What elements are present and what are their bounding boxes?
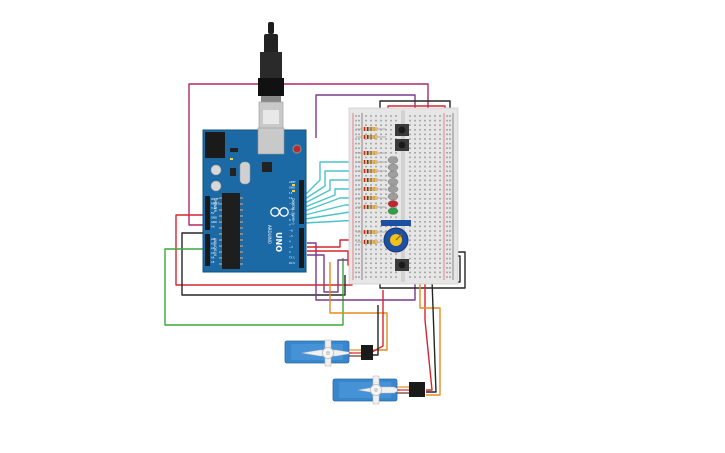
- resistor-icon[interactable]: [356, 151, 386, 155]
- board-logo-text: ARDUINO: [267, 225, 272, 244]
- resistor-icon[interactable]: [356, 230, 386, 234]
- wire-magenta[interactable]: [188, 83, 429, 226]
- wire-red-servo2[interactable]: [424, 319, 433, 391]
- arduino-uno-board[interactable]: ARDUINO UNO DIGITAL (PWM~) POWER ANALOG …: [202, 127, 307, 273]
- pin-label: TX 1: [289, 256, 295, 260]
- resistor-icon[interactable]: [356, 240, 386, 244]
- wire-orange-servo2[interactable]: [419, 270, 441, 396]
- pin-label: A1: [211, 242, 215, 246]
- pin-label: ~11: [289, 202, 295, 206]
- pin-label: A5: [211, 260, 215, 264]
- analog-header: [205, 234, 210, 266]
- pin-label: GND: [289, 185, 295, 189]
- resistor-icon[interactable]: [356, 196, 386, 200]
- digital-header-low: [299, 228, 304, 268]
- pin-label: GND: [211, 220, 217, 224]
- led-icon[interactable]: [387, 192, 399, 201]
- pin-label: 13: [289, 191, 293, 195]
- resistors: [356, 127, 386, 244]
- resistor-icon[interactable]: [356, 187, 386, 191]
- resistor-icon[interactable]: [356, 135, 386, 139]
- capacitor: [210, 164, 222, 176]
- wire-red-servo1[interactable]: [371, 290, 384, 353]
- header-power-label: POWER: [213, 200, 217, 213]
- resistor-icon[interactable]: [356, 205, 386, 209]
- pin-label: 5V: [211, 211, 215, 215]
- usb-socket: [257, 127, 285, 155]
- pin-label: A3: [211, 251, 215, 255]
- crystal: [239, 161, 251, 185]
- pin-label: 8: [289, 218, 291, 222]
- capacitor: [210, 180, 222, 192]
- wire-orange-servo1[interactable]: [329, 262, 388, 351]
- pin-label: RESET: [211, 202, 220, 206]
- led-icon[interactable]: [387, 171, 399, 179]
- pin-label: IOREF: [211, 197, 219, 201]
- reset-button[interactable]: [292, 144, 302, 154]
- wire-cyan-1[interactable]: [304, 161, 360, 196]
- servo-motor-icon[interactable]: [284, 339, 373, 367]
- pin-label: 7: [289, 223, 291, 227]
- led-icon[interactable]: [387, 207, 399, 215]
- usb-cable-icon[interactable]: [258, 22, 284, 131]
- led-icon[interactable]: [387, 163, 399, 171]
- potentiometer-icon[interactable]: [381, 220, 411, 253]
- pin-label: A2: [211, 246, 215, 250]
- pin-label: ~5: [289, 234, 293, 238]
- pin-label: 12: [289, 196, 293, 200]
- pin-label: GND: [211, 215, 217, 219]
- wire-cyan-2[interactable]: [304, 170, 360, 200]
- pin-label: 2: [289, 250, 291, 254]
- pin-label: Vin: [211, 225, 215, 229]
- pin-label: A0: [211, 237, 215, 241]
- header-digital-label: DIGITAL (PWM~): [291, 198, 295, 224]
- wire-purple-top[interactable]: [315, 94, 416, 138]
- wire-cyan-3[interactable]: [304, 179, 360, 204]
- pin-label: 3.3V: [211, 206, 217, 210]
- resistor-icon[interactable]: [356, 127, 386, 131]
- header-analog-label: ANALOG IN: [213, 238, 217, 256]
- resistor-icon[interactable]: [356, 169, 386, 173]
- pin-label: A4: [211, 255, 215, 259]
- digital-header-high: [299, 180, 304, 224]
- servo-motor-icon[interactable]: [332, 375, 425, 405]
- wire-purple-low-1[interactable]: [307, 242, 416, 301]
- pin-label: 4: [289, 239, 291, 243]
- servo-connector: [361, 345, 373, 360]
- leds: [387, 156, 399, 215]
- servo-connector: [409, 382, 425, 397]
- wire-cyan-4[interactable]: [304, 188, 360, 208]
- wire-black-servo2[interactable]: [426, 279, 437, 393]
- pin-label: ~3: [289, 245, 293, 249]
- power-jack: [205, 132, 225, 158]
- usb-chip: [262, 162, 272, 172]
- led-icon[interactable]: [387, 200, 399, 208]
- led-icon[interactable]: [387, 185, 399, 193]
- wire-black-left[interactable]: [181, 232, 346, 296]
- led-icon[interactable]: [387, 156, 399, 164]
- wire-black-servo1[interactable]: [372, 305, 379, 356]
- pushbutton-icon[interactable]: [395, 139, 409, 151]
- wire-green[interactable]: [164, 248, 344, 326]
- resistor-icon[interactable]: [356, 160, 386, 164]
- wire-purple-low-2[interactable]: [307, 254, 360, 293]
- power-header: [205, 196, 210, 230]
- pin-label: ~6: [289, 229, 293, 233]
- pin-label: ~9: [289, 212, 293, 216]
- resistor-icon[interactable]: [356, 178, 386, 182]
- pushbutton-icon[interactable]: [395, 124, 409, 136]
- atmega-chip: [222, 193, 240, 269]
- led-icon[interactable]: [387, 178, 399, 186]
- pin-label: ~10: [289, 207, 295, 211]
- arduino-logo: [270, 207, 289, 217]
- board-model-text: UNO: [274, 232, 283, 252]
- pushbutton-icon[interactable]: [395, 259, 409, 271]
- pin-label: RX 0: [289, 261, 295, 265]
- pin-label: AREF: [289, 180, 296, 184]
